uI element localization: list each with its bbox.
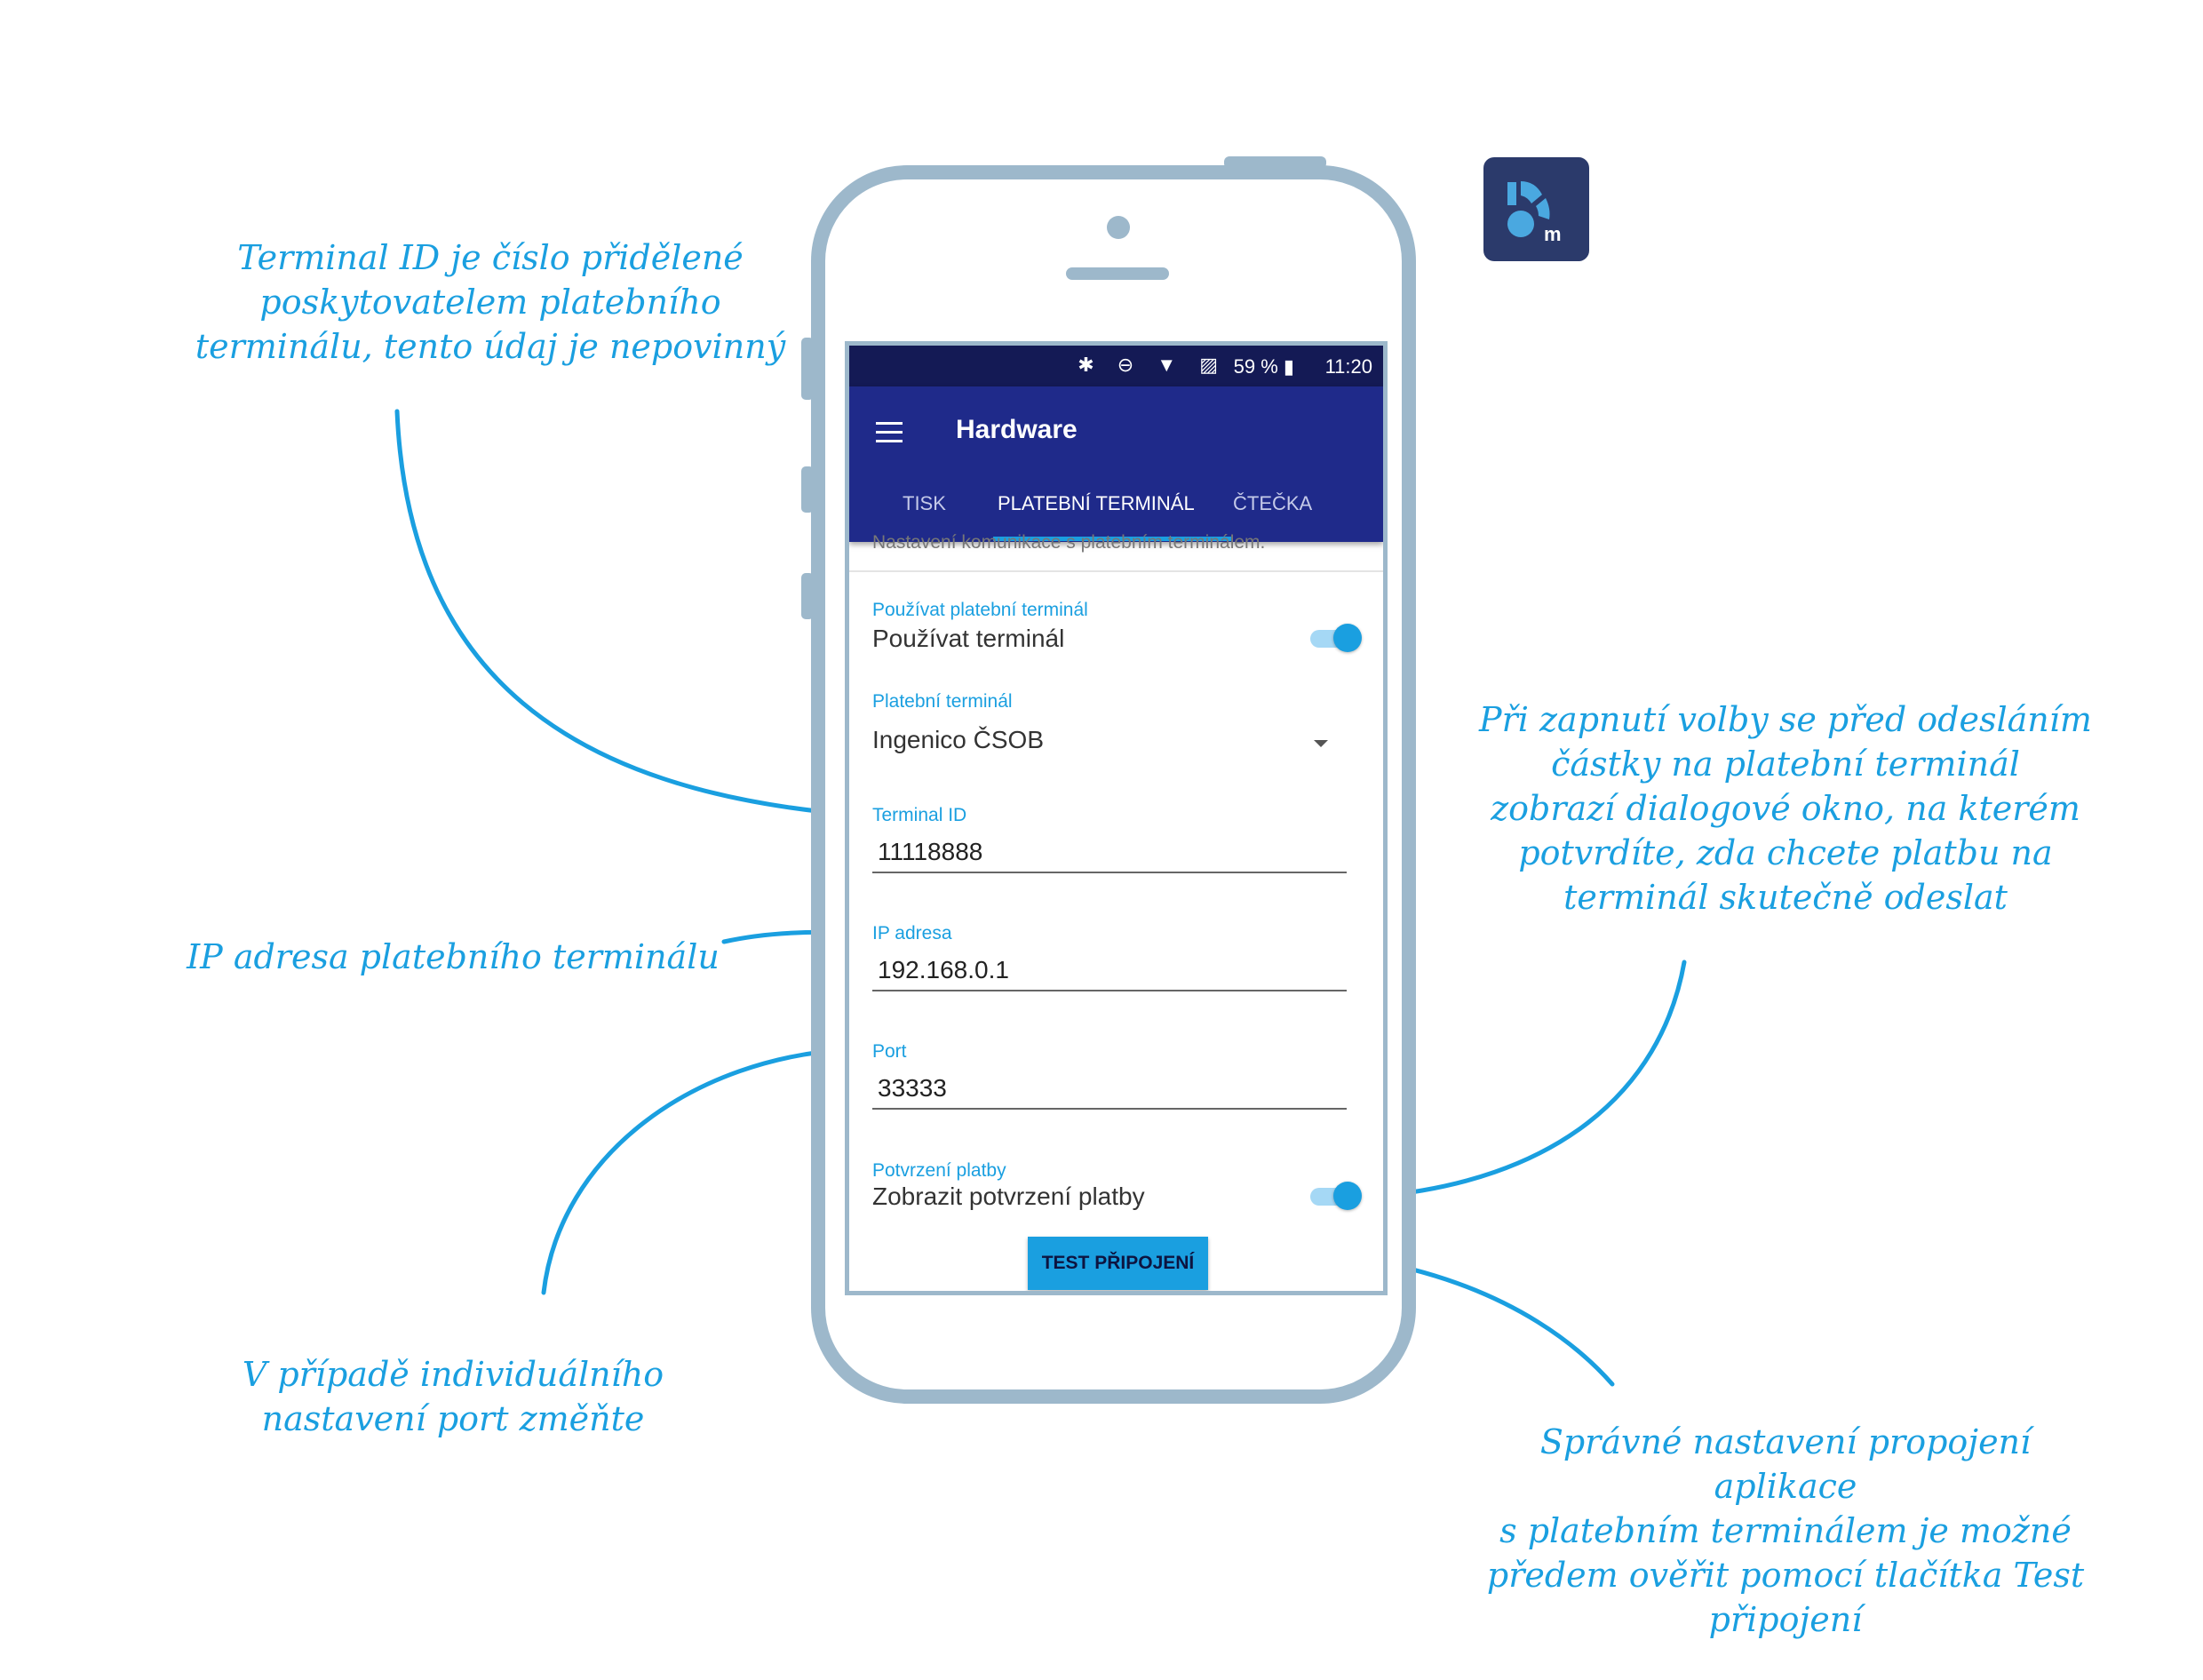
phone-camera: [1107, 216, 1130, 239]
annotation-test: Správné nastavení propojení aplikace s p…: [1486, 1422, 2085, 1639]
use-terminal-toggle[interactable]: [1310, 624, 1362, 652]
tab-ctecka[interactable]: ČTEČKA: [1233, 492, 1313, 514]
app-bar: Hardware TISK PLATEBNÍ TERMINÁL ČTEČKA: [849, 386, 1383, 542]
svg-text:m: m: [1544, 223, 1562, 245]
chevron-down-icon[interactable]: [1314, 740, 1328, 747]
confirm-toggle[interactable]: [1310, 1182, 1362, 1210]
menu-icon[interactable]: [876, 422, 903, 443]
phone-side-button-3: [801, 573, 814, 619]
terminal-select-label: Platební terminál: [872, 691, 1013, 712]
annotation-terminal-id: Terminal ID je číslo přidělené poskytova…: [195, 238, 786, 366]
port-label: Port: [872, 1041, 907, 1062]
phone-side-button-1: [801, 338, 814, 400]
divider: [849, 570, 1383, 572]
clock: 11:20: [1324, 355, 1372, 378]
status-icons: ✱ ⊖ ▼ ▨: [1078, 354, 1227, 376]
arrow-terminal-id: [394, 409, 855, 817]
phone-side-button-2: [801, 466, 814, 513]
arrow-confirm: [1370, 959, 1687, 1199]
confirm-label: Potvrzení platby: [872, 1160, 1006, 1181]
tab-platebni-terminal[interactable]: PLATEBNÍ TERMINÁL: [998, 492, 1195, 514]
page-title: Hardware: [956, 415, 1078, 444]
battery-level: 59 % ▮: [1233, 355, 1294, 378]
annotation-ip: IP adresa platebního terminálu: [187, 937, 720, 976]
ip-field[interactable]: 192.168.0.1: [872, 951, 1347, 991]
terminal-id-label: Terminal ID: [872, 805, 967, 825]
annotation-port: V případě individuálního nastavení port …: [242, 1355, 664, 1438]
port-field[interactable]: 33333: [872, 1069, 1347, 1110]
tab-tisk[interactable]: TISK: [903, 492, 946, 514]
status-bar: ✱ ⊖ ▼ ▨ 59 % ▮ 11:20: [849, 346, 1383, 386]
terminal-id-field[interactable]: 11118888: [872, 832, 1347, 873]
ip-value: 192.168.0.1: [878, 956, 1009, 983]
active-tab-indicator: [993, 537, 1231, 541]
phone-speaker: [1066, 267, 1169, 280]
annotation-confirm: Při zapnutí volby se před odesláním část…: [1479, 700, 2092, 917]
app-logo-icon: m: [1483, 157, 1589, 261]
phone-screen: ✱ ⊖ ▼ ▨ 59 % ▮ 11:20 Hardware TISK PLATE…: [845, 341, 1388, 1295]
use-terminal-label: Používat platební terminál: [872, 600, 1088, 620]
port-value: 33333: [878, 1074, 947, 1102]
terminal-id-value: 11118888: [878, 838, 983, 865]
use-terminal-text: Používat terminál: [872, 625, 1065, 652]
confirm-text: Zobrazit potvrzení platby: [872, 1182, 1145, 1210]
ip-label: IP adresa: [872, 923, 952, 944]
test-connection-button[interactable]: TEST PŘIPOJENÍ: [1028, 1237, 1208, 1290]
arrow-port: [541, 1047, 855, 1295]
terminal-select[interactable]: Ingenico ČSOB: [872, 726, 1044, 753]
section-description: Nastavení komunikace s platebním terminá…: [872, 532, 1266, 553]
